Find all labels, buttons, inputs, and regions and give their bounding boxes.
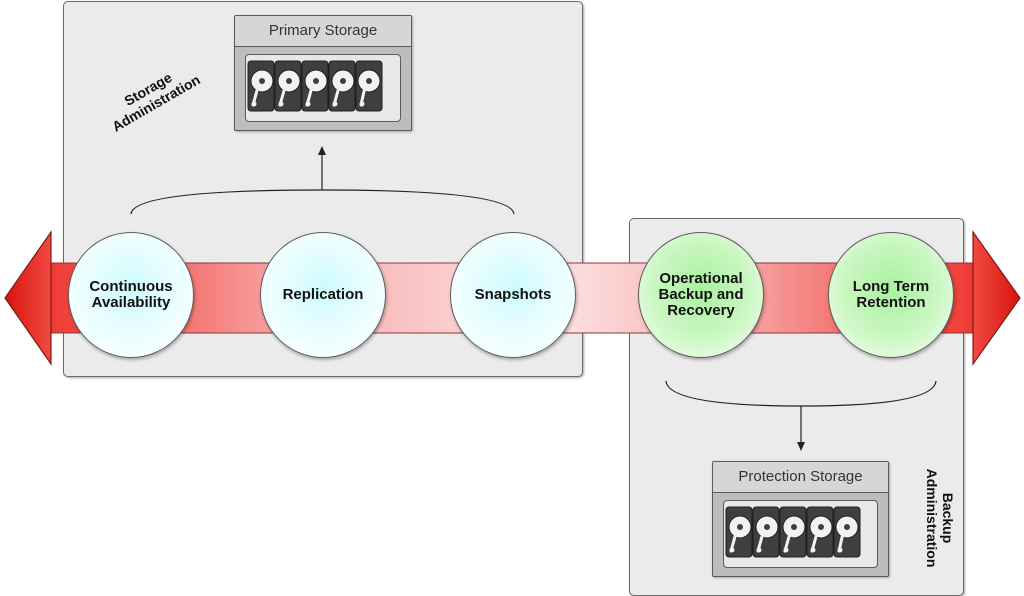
snapshots-node: Snapshots [450, 232, 576, 358]
backup-administration-label: Backup Administration [924, 468, 956, 568]
operational-backup-recovery-node: Operational Backup and Recovery [638, 232, 764, 358]
primary-disk-array [247, 60, 383, 112]
hard-disk-icon [806, 506, 834, 558]
operational-backup-recovery-label: Operational Backup and Recovery [658, 270, 744, 319]
hard-disk-icon [274, 60, 302, 112]
continuous-availability-node: Continuous Availability [68, 232, 194, 358]
replication-label: Replication [282, 286, 364, 303]
hard-disk-icon [725, 506, 753, 558]
hard-disk-icon [247, 60, 275, 112]
snapshots-label: Snapshots [474, 286, 552, 303]
primary-storage-title: Primary Storage [235, 16, 411, 47]
protection-storage-box: Protection Storage [712, 461, 889, 577]
long-term-retention-node: Long Term Retention [828, 232, 954, 358]
protection-storage-title: Protection Storage [713, 462, 888, 493]
arrow-head-left [4, 230, 52, 366]
arrow-up-to-primary [318, 146, 326, 155]
primary-disk-tray [245, 54, 401, 122]
replication-node: Replication [260, 232, 386, 358]
storage-group-brace [130, 189, 515, 215]
hard-disk-icon [833, 506, 861, 558]
primary-storage-box: Primary Storage [234, 15, 412, 131]
backup-group-brace [665, 380, 937, 407]
arrow-down-to-protection [797, 442, 805, 451]
hard-disk-icon [779, 506, 807, 558]
protection-disk-array [725, 506, 861, 558]
arrow-head-right [972, 230, 1021, 366]
long-term-retention-label: Long Term Retention [852, 278, 930, 311]
hard-disk-icon [752, 506, 780, 558]
continuous-availability-label: Continuous Availability [89, 278, 173, 311]
hard-disk-icon [301, 60, 329, 112]
hard-disk-icon [355, 60, 383, 112]
hard-disk-icon [328, 60, 356, 112]
protection-disk-tray [723, 500, 878, 568]
